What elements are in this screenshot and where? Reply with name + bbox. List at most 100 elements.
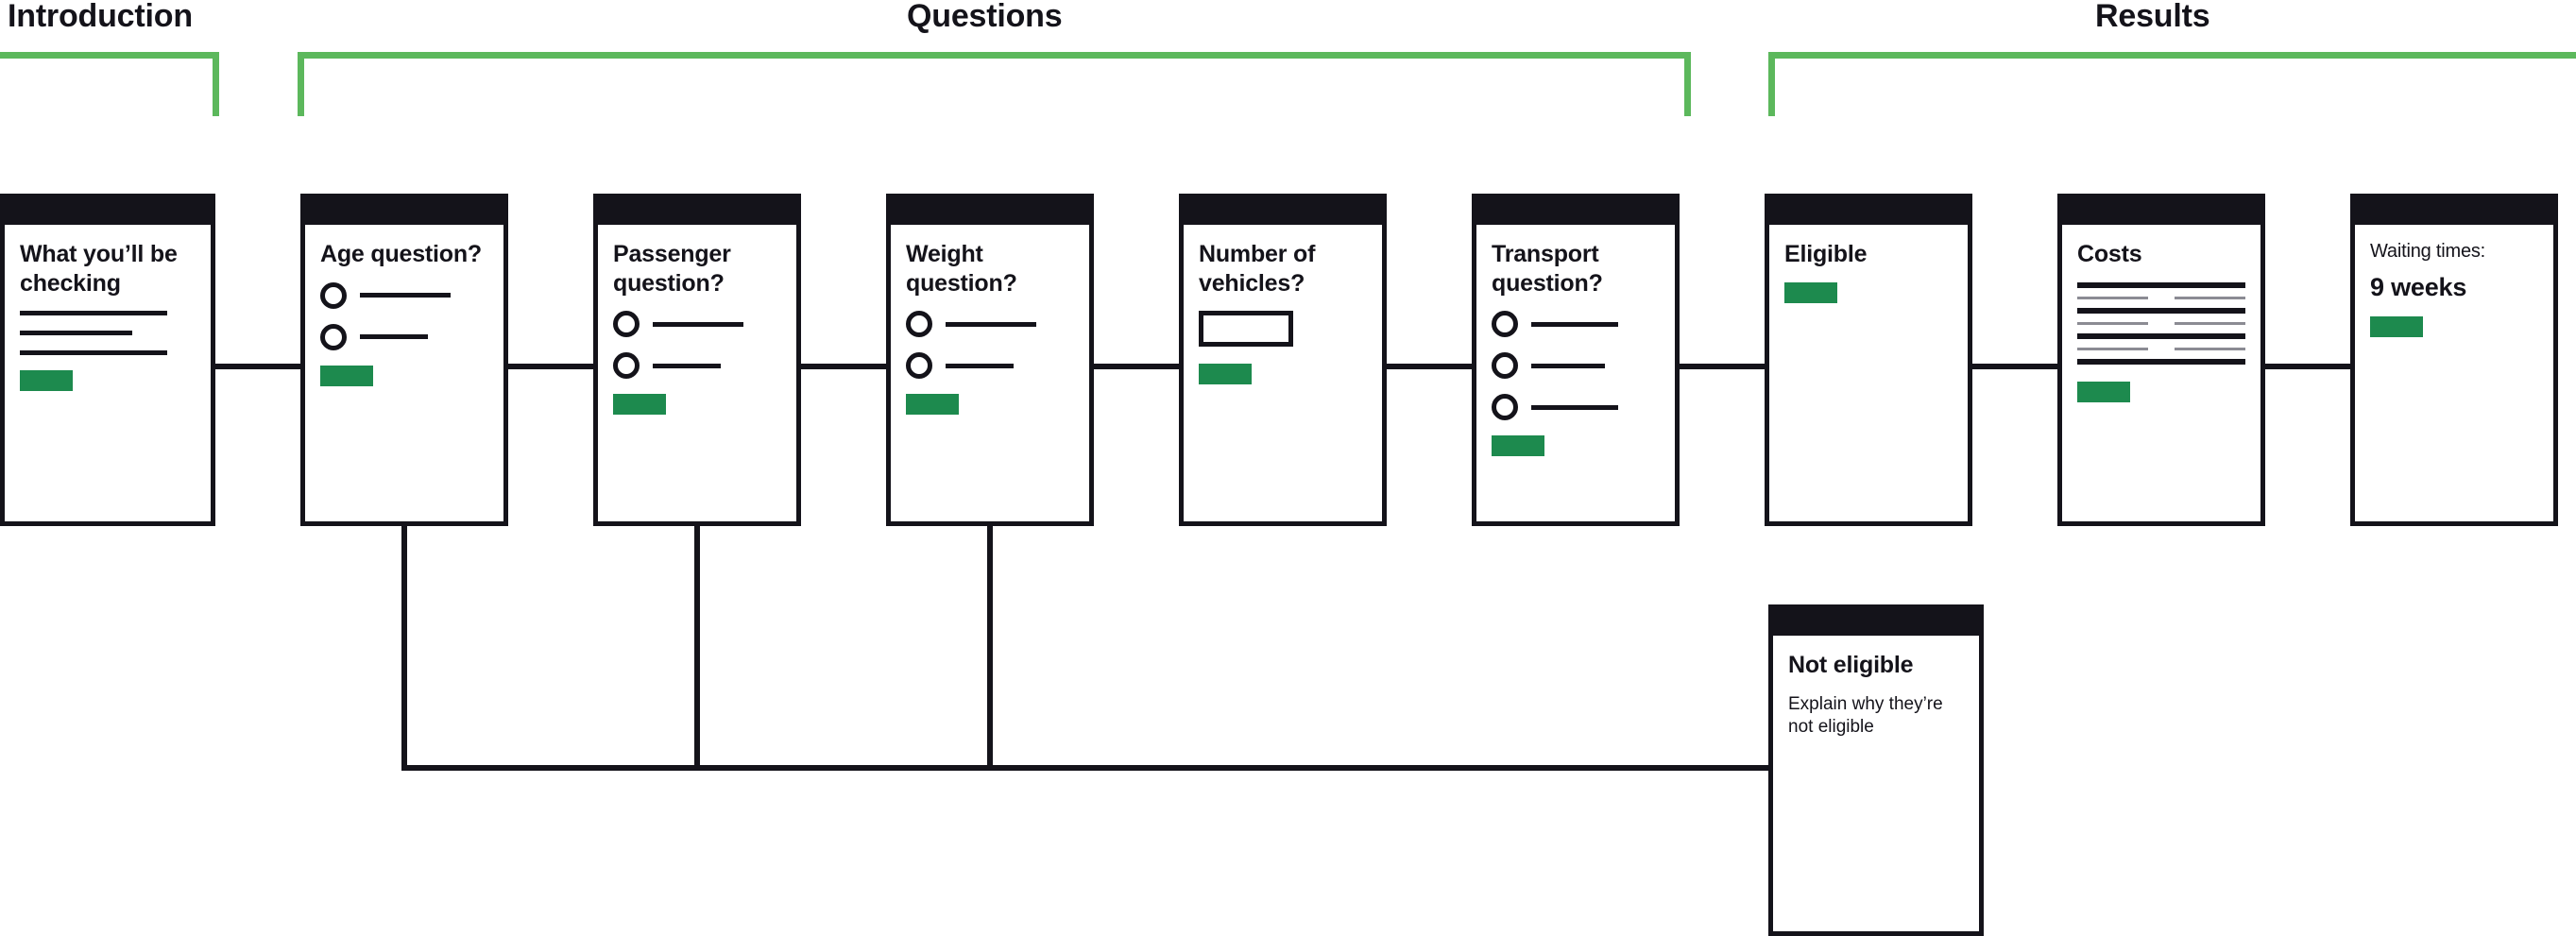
continue-button[interactable] xyxy=(2077,381,2130,402)
radio-option[interactable] xyxy=(1492,394,1660,420)
waiting-times-value: 9 weeks xyxy=(2370,273,2467,302)
costs-table xyxy=(2077,281,2245,365)
card-weight-question[interactable]: Weight question? xyxy=(886,194,1094,526)
radio-option[interactable] xyxy=(320,323,488,350)
card-body: Passenger question? xyxy=(598,225,796,521)
card-topbar xyxy=(1769,198,1968,225)
table-cell-placeholder xyxy=(2175,347,2245,350)
placeholder-line xyxy=(20,331,133,335)
radio-icon[interactable] xyxy=(906,352,932,379)
branch-drop-weight xyxy=(987,525,993,771)
card-transport-question[interactable]: Transport question? xyxy=(1472,194,1680,526)
card-title: Transport question? xyxy=(1492,241,1603,297)
card-eligible[interactable]: Eligible xyxy=(1765,194,1972,526)
table-cell-placeholder xyxy=(2175,321,2245,325)
table-rule xyxy=(2077,307,2245,314)
connector-vehicles-to-transport xyxy=(1387,364,1472,369)
radio-option[interactable] xyxy=(613,352,781,379)
card-topbar xyxy=(1773,609,1979,636)
continue-button[interactable] xyxy=(1199,364,1252,384)
radio-label-placeholder xyxy=(1531,321,1618,327)
radio-icon[interactable] xyxy=(1492,311,1518,337)
table-row xyxy=(2077,339,2245,359)
card-body: Eligible xyxy=(1769,225,1968,521)
card-topbar xyxy=(1476,198,1675,225)
radio-label-placeholder xyxy=(360,293,451,298)
radio-icon[interactable] xyxy=(613,311,640,337)
table-rule xyxy=(2077,358,2245,365)
card-title: Eligible xyxy=(1784,241,1868,267)
card-description: Explain why they’re not eligible xyxy=(1788,693,1943,738)
table-cell-placeholder xyxy=(2077,347,2148,350)
table-row xyxy=(2077,288,2245,308)
radio-label-placeholder xyxy=(946,363,1014,368)
radio-option[interactable] xyxy=(613,311,781,337)
radio-label-placeholder xyxy=(946,321,1036,327)
radio-option[interactable] xyxy=(320,281,488,309)
card-topbar xyxy=(5,198,211,225)
card-body: What you’ll be checking xyxy=(5,225,211,521)
card-waiting-times[interactable]: Waiting times: 9 weeks xyxy=(2350,194,2558,526)
vehicle-count-input[interactable] xyxy=(1199,311,1293,347)
card-body: Transport question? xyxy=(1476,225,1675,521)
table-row xyxy=(2077,314,2245,333)
card-title: Weight question? xyxy=(906,241,1017,297)
card-passenger-question[interactable]: Passenger question? xyxy=(593,194,801,526)
connector-age-to-passenger xyxy=(508,364,593,369)
card-body: Weight question? xyxy=(891,225,1089,521)
card-what-youll-be-checking[interactable]: What you’ll be checking xyxy=(0,194,215,526)
connector-weight-to-vehicles xyxy=(1094,364,1179,369)
continue-button[interactable] xyxy=(1784,281,1837,303)
branch-drop-passenger xyxy=(694,525,700,771)
table-cell-placeholder xyxy=(2175,296,2245,299)
card-title: Number of vehicles? xyxy=(1199,241,1316,297)
radio-icon[interactable] xyxy=(1492,352,1518,379)
card-title: What you’ll be checking xyxy=(20,241,178,297)
continue-button[interactable] xyxy=(613,394,666,415)
connector-intro-to-age xyxy=(215,364,300,369)
placeholder-line xyxy=(20,350,168,355)
continue-button[interactable] xyxy=(1492,435,1544,456)
placeholder-text-block xyxy=(20,311,196,355)
phase-bracket-results xyxy=(1768,52,2576,116)
card-topbar xyxy=(2355,198,2553,225)
card-costs[interactable]: Costs xyxy=(2057,194,2265,526)
continue-button[interactable] xyxy=(20,370,73,391)
continue-button[interactable] xyxy=(2370,316,2423,338)
continue-button[interactable] xyxy=(906,394,959,415)
radio-icon[interactable] xyxy=(1492,394,1518,420)
radio-label-placeholder xyxy=(653,321,743,327)
table-cell-placeholder xyxy=(2077,321,2148,325)
placeholder-line xyxy=(20,311,168,315)
connector-costs-to-waiting xyxy=(2265,364,2350,369)
card-not-eligible[interactable]: Not eligible Explain why they’re not eli… xyxy=(1768,604,1984,936)
phase-bracket-questions xyxy=(298,52,1691,116)
phase-bracket-introduction xyxy=(0,52,219,116)
connector-transport-to-eligible xyxy=(1680,364,1765,369)
waiting-times-label: Waiting times: xyxy=(2370,241,2486,262)
card-title: Not eligible xyxy=(1788,652,1914,678)
radio-option[interactable] xyxy=(1492,311,1660,337)
radio-icon[interactable] xyxy=(320,323,347,350)
table-rule xyxy=(2077,332,2245,339)
continue-button[interactable] xyxy=(320,365,373,386)
table-cell-placeholder xyxy=(2077,296,2148,299)
connector-passenger-to-weight xyxy=(801,364,886,369)
radio-icon[interactable] xyxy=(906,311,932,337)
card-topbar xyxy=(1184,198,1382,225)
card-topbar xyxy=(891,198,1089,225)
radio-icon[interactable] xyxy=(613,352,640,379)
card-age-question[interactable]: Age question? xyxy=(300,194,508,526)
card-body: Not eligible Explain why they’re not eli… xyxy=(1773,636,1979,931)
radio-icon[interactable] xyxy=(320,281,347,309)
radio-label-placeholder xyxy=(360,334,428,339)
radio-option[interactable] xyxy=(1492,352,1660,379)
radio-label-placeholder xyxy=(1531,363,1605,368)
radio-option[interactable] xyxy=(906,352,1074,379)
card-number-of-vehicles[interactable]: Number of vehicles? xyxy=(1179,194,1387,526)
phase-heading-questions: Questions xyxy=(907,0,1063,34)
card-title: Passenger question? xyxy=(613,241,731,297)
radio-option[interactable] xyxy=(906,311,1074,337)
card-topbar xyxy=(2062,198,2260,225)
